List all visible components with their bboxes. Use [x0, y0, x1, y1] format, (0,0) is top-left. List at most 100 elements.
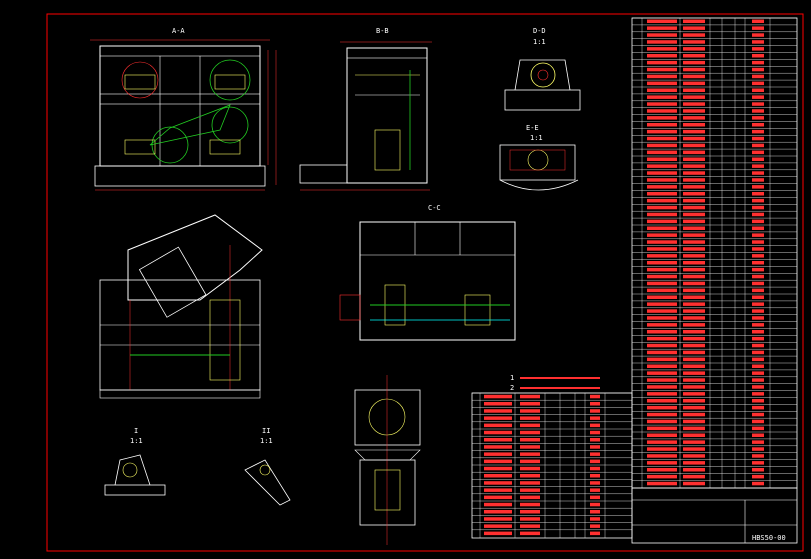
parts-row-code — [647, 261, 677, 265]
parts-row-name — [683, 198, 705, 203]
tilted-mixer-view[interactable] — [99, 214, 263, 399]
vertical-section-view[interactable] — [354, 375, 421, 545]
parts-row-name — [683, 454, 705, 458]
view-d-d[interactable]: D-D 1:1 — [504, 27, 581, 111]
parts-row-material — [752, 157, 764, 161]
parts-row-name — [683, 54, 705, 58]
parts-row-code — [647, 143, 677, 148]
lower-row-material — [590, 416, 600, 420]
parts-row-name — [683, 481, 705, 486]
parts-row-code — [647, 164, 677, 168]
parts-row-material — [752, 123, 764, 127]
parts-row-code — [647, 447, 677, 451]
parts-row-code — [647, 378, 677, 382]
parts-row-code — [647, 150, 677, 155]
lower-row-name — [520, 474, 540, 478]
parts-row-material — [752, 468, 764, 472]
parts-row-material — [752, 247, 764, 251]
parts-row-name — [683, 185, 705, 189]
parts-row-material — [752, 109, 764, 113]
parts-row-name — [683, 157, 705, 161]
parts-row-code — [647, 240, 677, 244]
parts-row-material — [752, 116, 764, 120]
parts-row-material — [752, 412, 764, 417]
parts-row-material — [752, 136, 764, 141]
parts-row-code — [647, 474, 677, 479]
parts-row-name — [683, 178, 705, 182]
parts-row-material — [752, 143, 764, 148]
parts-row-name — [683, 240, 705, 244]
parts-row-name — [683, 67, 705, 72]
title-block[interactable]: HBS50-00 — [631, 487, 798, 544]
parts-row-material — [752, 426, 764, 431]
lower-row-code — [484, 452, 512, 456]
parts-row-name — [683, 461, 705, 465]
parts-row-name — [683, 247, 705, 251]
parts-row-material — [752, 481, 764, 486]
lower-row-code — [484, 459, 512, 464]
parts-row-name — [683, 288, 705, 293]
view-a-a[interactable]: A-A — [90, 27, 277, 191]
parts-row-code — [647, 330, 677, 334]
parts-row-code — [647, 399, 677, 403]
view-b-b[interactable]: B-B — [299, 27, 432, 191]
parts-row-code — [647, 74, 677, 79]
parts-row-code — [647, 67, 677, 72]
parts-list-table[interactable] — [631, 17, 798, 489]
parts-row-material — [752, 164, 764, 168]
parts-row-material — [752, 267, 764, 272]
parts-row-code — [647, 392, 677, 396]
parts-row-code — [647, 295, 677, 299]
lower-parts-table[interactable] — [471, 392, 633, 539]
view-c-c[interactable]: C-C — [339, 204, 516, 341]
detail-i[interactable]: I 1:1 — [104, 427, 166, 496]
lower-row-material — [590, 474, 600, 478]
parts-row-code — [647, 129, 677, 134]
parts-row-material — [752, 60, 764, 65]
lower-row-name — [520, 430, 540, 435]
parts-row-name — [683, 350, 705, 355]
parts-row-name — [683, 254, 705, 258]
parts-row-material — [752, 454, 764, 458]
lower-row-name — [520, 438, 540, 442]
parts-row-name — [683, 109, 705, 113]
parts-row-code — [647, 205, 677, 210]
parts-row-name — [683, 136, 705, 141]
note-1-number: 1 — [510, 374, 514, 382]
parts-row-code — [647, 440, 677, 444]
parts-row-material — [752, 378, 764, 382]
parts-row-name — [683, 267, 705, 272]
lower-row-code — [484, 394, 512, 399]
lower-row-material — [590, 423, 600, 428]
detail-ii[interactable]: II 1:1 — [244, 427, 291, 506]
parts-row-name — [683, 343, 705, 348]
parts-row-code — [647, 274, 677, 279]
parts-row-name — [683, 74, 705, 79]
parts-row-code — [647, 343, 677, 348]
parts-row-code — [647, 81, 677, 86]
parts-row-material — [752, 88, 764, 92]
lower-row-material — [590, 438, 600, 442]
parts-row-code — [647, 302, 677, 306]
note-2-number: 2 — [510, 384, 514, 392]
parts-row-material — [752, 171, 764, 175]
parts-row-code — [647, 364, 677, 368]
parts-row-material — [752, 185, 764, 189]
view-e-e[interactable]: E-E 1:1 — [499, 124, 579, 191]
parts-row-code — [647, 233, 677, 237]
lower-row-name — [520, 502, 540, 507]
parts-row-code — [647, 54, 677, 58]
parts-row-material — [752, 288, 764, 293]
parts-row-name — [683, 233, 705, 237]
parts-row-material — [752, 302, 764, 306]
parts-row-material — [752, 330, 764, 334]
lower-row-material — [590, 430, 600, 435]
parts-row-material — [752, 95, 764, 99]
lower-row-material — [590, 409, 600, 413]
parts-row-material — [752, 129, 764, 134]
lower-row-code — [484, 445, 512, 449]
parts-row-material — [752, 433, 764, 437]
parts-row-material — [752, 357, 764, 362]
parts-row-code — [647, 371, 677, 375]
